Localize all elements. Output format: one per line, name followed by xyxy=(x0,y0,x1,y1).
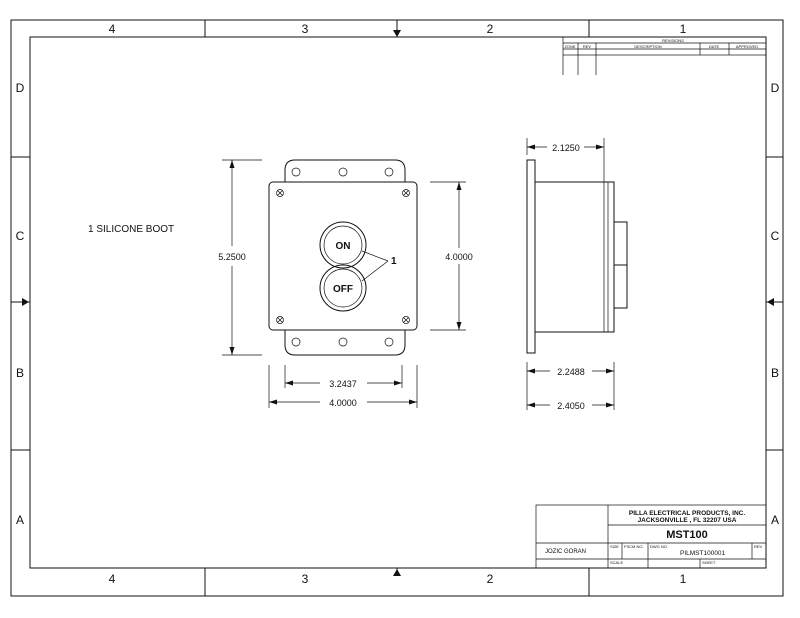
dim-body-height: 4.0000 xyxy=(445,252,473,262)
side-body xyxy=(534,181,615,333)
screw-icon xyxy=(402,189,410,197)
zone-row-d-right: D xyxy=(771,81,780,95)
dim-side-top: 2.1250 xyxy=(552,143,580,153)
rev-label: REV xyxy=(754,544,763,549)
note-silicone-boot: 1 SILICONE BOOT xyxy=(88,224,174,235)
center-mark-bottom xyxy=(393,569,401,576)
flange-hole xyxy=(338,167,348,177)
dwg-number: PILMST100001 xyxy=(680,550,726,557)
side-view: 2.1250 2.2488 2.4050 xyxy=(526,138,628,411)
sheet-label: SHEET xyxy=(702,560,716,565)
zone-row-a-left: A xyxy=(16,513,24,527)
revision-header-description: DESCRIPTION xyxy=(634,44,661,49)
zone-row-d-left: D xyxy=(16,81,25,95)
zone-row-a-right: A xyxy=(771,513,779,527)
zone-row-b-right: B xyxy=(771,366,779,380)
inner-border xyxy=(29,36,767,569)
dim-side-mid: 2.2488 xyxy=(557,367,585,377)
dim-side-bottom: 2.4050 xyxy=(557,401,585,411)
revision-block: REVISIONS ZONE REV DESCRIPTION DATE APPR… xyxy=(562,36,767,75)
zone-row-c-left: C xyxy=(16,229,25,243)
front-view: ON OFF 1 5.2500 4.0000 3.2437 xyxy=(218,159,473,408)
on-button-outer xyxy=(319,221,367,269)
revision-header-rev: REV xyxy=(583,44,592,49)
center-mark-top xyxy=(393,30,401,37)
screw-icon xyxy=(276,189,284,197)
dwg-label: DWG NO. xyxy=(650,544,668,549)
revision-header-date: DATE xyxy=(709,44,720,49)
side-button-boot xyxy=(613,221,628,266)
dim-body-width: 4.0000 xyxy=(329,398,357,408)
flange-hole xyxy=(291,337,301,347)
side-button-boot xyxy=(613,264,628,309)
on-button-inner xyxy=(323,225,363,265)
flange-hole xyxy=(384,337,394,347)
mounting-flange xyxy=(284,159,406,356)
drawing-title: MST100 xyxy=(666,529,708,541)
zone-col-4-top: 4 xyxy=(109,22,116,36)
side-flange xyxy=(526,159,536,354)
screw-icon xyxy=(276,316,284,324)
center-mark-left xyxy=(22,298,29,306)
screw-icon xyxy=(402,316,410,324)
on-button-label: ON xyxy=(336,241,351,252)
callout-leader xyxy=(361,260,389,282)
revision-header-zone: ZONE xyxy=(564,44,575,49)
title-block: PILLA ELECTRICAL PRODUCTS, INC. JACKSONV… xyxy=(535,504,767,569)
enclosure-body xyxy=(268,181,418,331)
flange-hole xyxy=(291,167,301,177)
zone-col-2-top: 2 xyxy=(487,22,494,36)
zone-row-b-left: B xyxy=(16,366,24,380)
dim-overall-height: 5.2500 xyxy=(218,252,246,262)
flange-hole xyxy=(338,337,348,347)
center-mark-right xyxy=(767,298,774,306)
callout-number: 1 xyxy=(391,256,397,267)
size-label: SIZE xyxy=(610,544,619,549)
dim-hole-spacing: 3.2437 xyxy=(329,379,357,389)
off-button-label: OFF xyxy=(333,284,353,295)
callout-leader xyxy=(361,250,389,262)
zone-col-2-bottom: 2 xyxy=(487,572,494,586)
zone-row-c-right: C xyxy=(771,229,780,243)
drawn-by: JOZIC GORAN xyxy=(545,549,586,555)
off-button-inner xyxy=(323,268,363,308)
flange-hole xyxy=(384,167,394,177)
zone-col-3-bottom: 3 xyxy=(302,572,309,586)
company-name: PILLA ELECTRICAL PRODUCTS, INC. xyxy=(629,510,745,517)
scale-label: SCALE xyxy=(610,560,623,565)
zone-col-4-bottom: 4 xyxy=(109,572,116,586)
off-button-outer xyxy=(319,264,367,312)
zone-col-1-top: 1 xyxy=(680,22,687,36)
revision-header-approved: APPROVED xyxy=(736,44,758,49)
fscm-label: FSCM NO. xyxy=(624,544,644,549)
zone-col-1-bottom: 1 xyxy=(680,572,687,586)
company-address: JACKSONVILLE , FL 32207 USA xyxy=(638,517,737,524)
revision-title: REVISIONS xyxy=(662,38,684,43)
zone-col-3-top: 3 xyxy=(302,22,309,36)
